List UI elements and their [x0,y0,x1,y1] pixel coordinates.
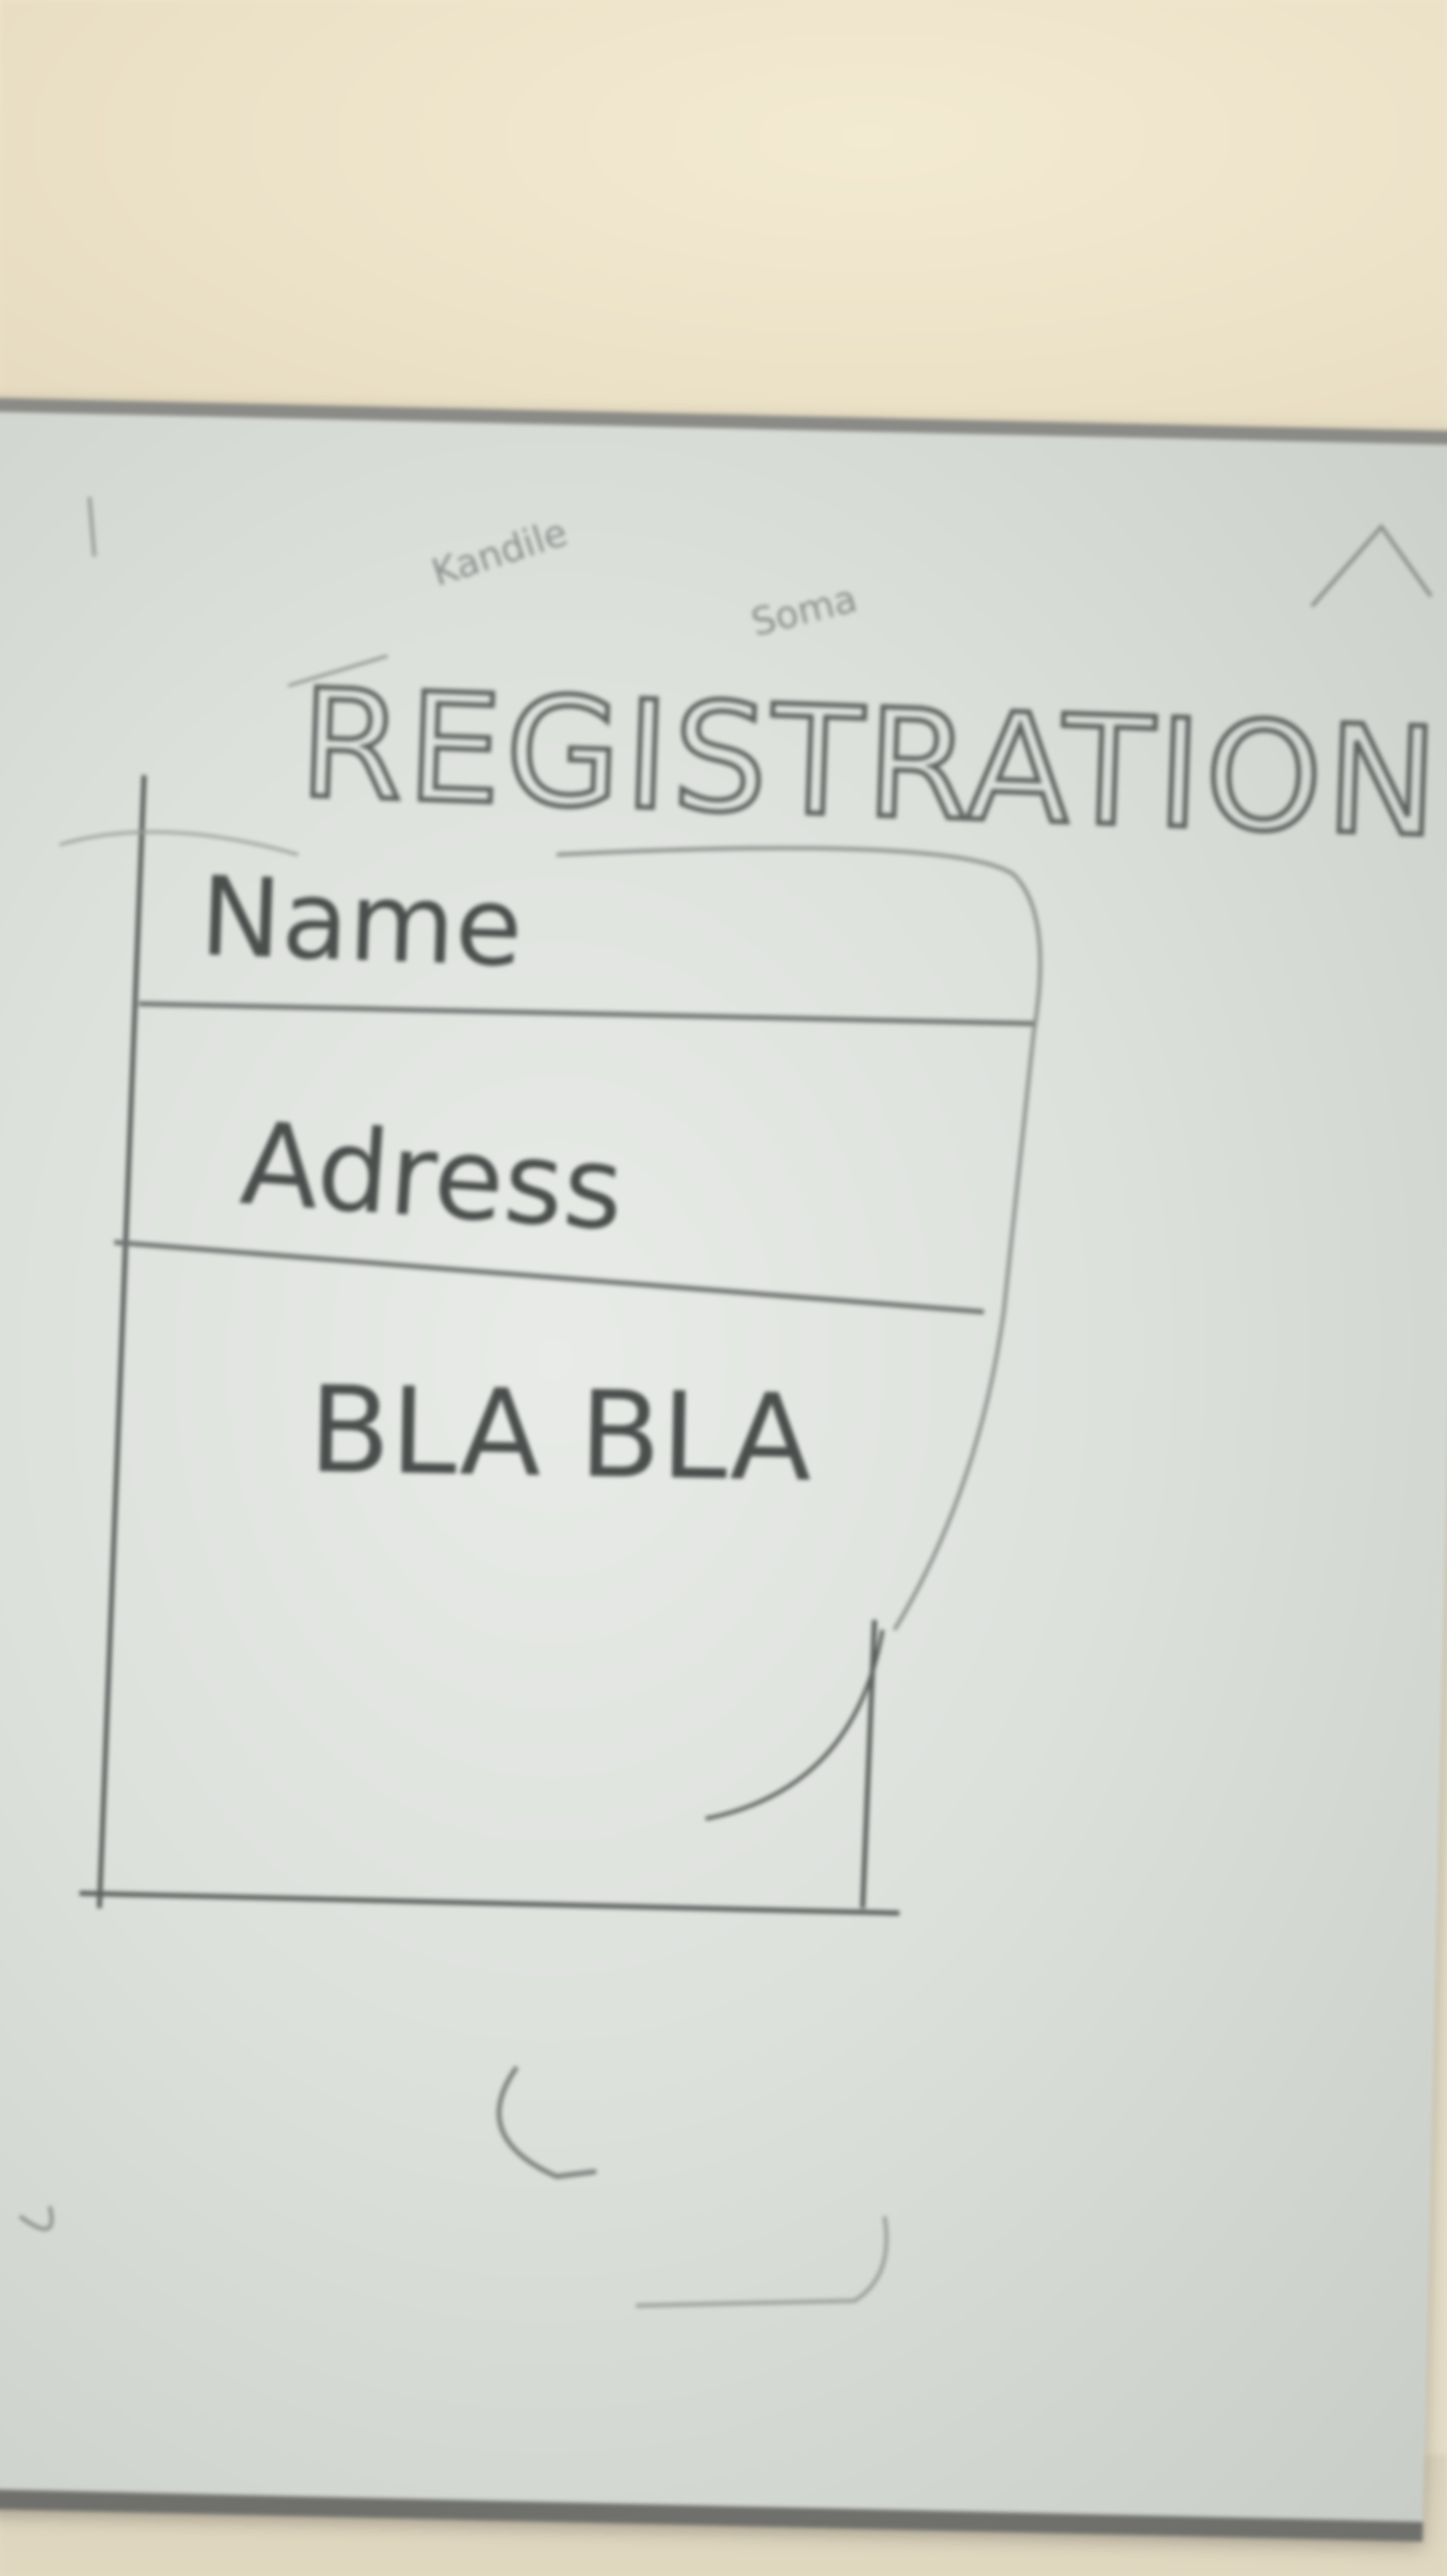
form-right-edge [556,846,1043,1632]
scribble-arrow-mark [1310,523,1433,608]
bottom-scribble-right [635,2215,888,2308]
field-label-address: Adress [237,1097,627,1257]
field-label-bla: BLA BLA [307,1362,813,1509]
field-label-name: Name [198,853,525,991]
scribble-tick [87,496,96,558]
form-left-edge [96,774,147,1909]
resize-corner-curve [705,1629,884,1821]
resize-corner-line [860,1619,878,1909]
bottom-scribble-c [496,2065,597,2179]
title-underline-mark [287,654,389,688]
scribble-right: Soma [747,576,862,645]
form-top-mark [59,830,299,857]
wall-top [0,0,1447,457]
scribble-left: Kandile [426,510,572,594]
form-divider-1 [138,1001,1035,1027]
form-bottom-edge [79,1890,900,1916]
bottom-scribble-left [18,2205,54,2231]
page-title: REGISTRATION [297,658,1445,871]
form-divider-2 [113,1239,985,1315]
